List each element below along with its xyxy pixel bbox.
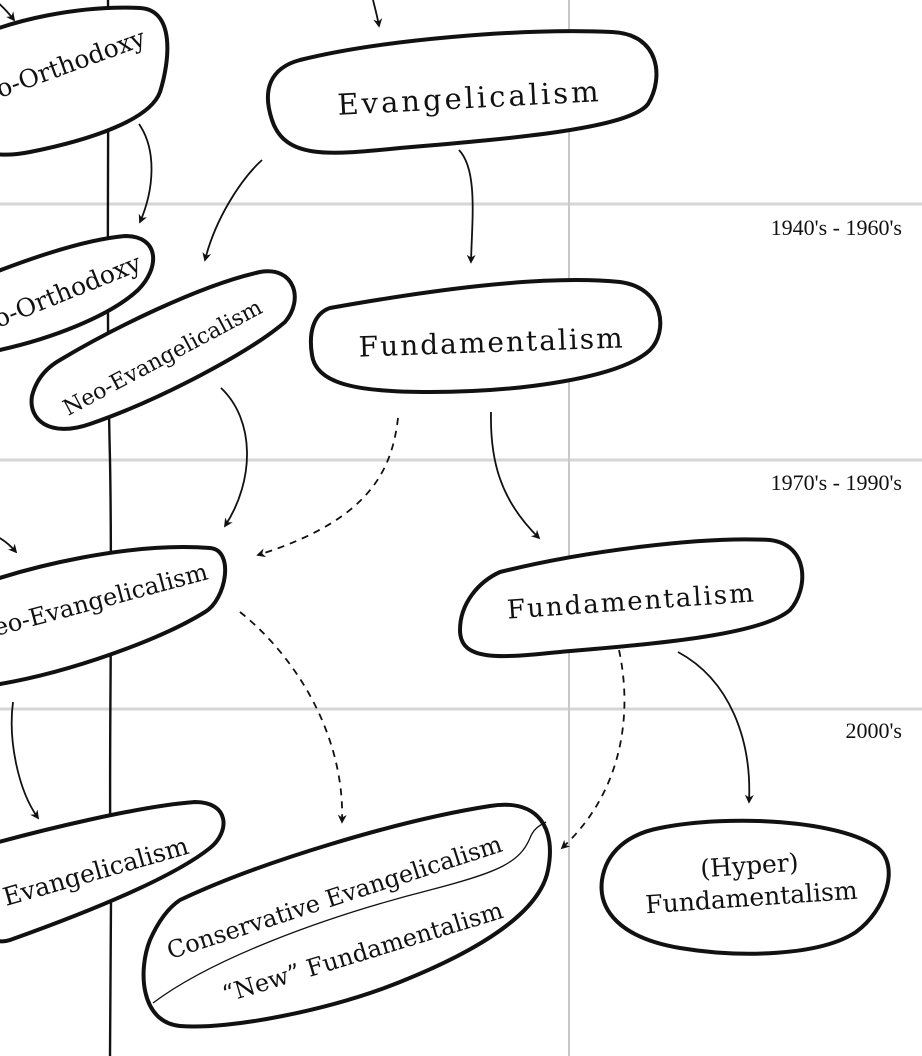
arrow-top-left-in: [0, 3, 16, 22]
period-label-2000s: 2000's: [845, 718, 902, 743]
arrow-evangelicalism-to-neo-evangelicalism: [202, 159, 263, 262]
arrow-neo-evangelicalism-to-conservative-dashed: [239, 611, 347, 824]
arrow-neo-evangelicalism-continuation: [220, 387, 248, 528]
arrow-fundamentalism-to-hyper: [677, 651, 754, 804]
node-label-hyper-line1: (Hyper): [699, 848, 799, 884]
node-divider-line: [152, 821, 547, 1004]
node-neo-evangelicalism-lower: eo-Evangelicalism: [0, 545, 228, 686]
arrow-fundamentalism-continuation: [490, 411, 541, 540]
node-neo-orthodoxy-mid: o-Orthodoxy: [0, 234, 156, 352]
period-label-1970s: 1970's - 1990's: [771, 470, 902, 495]
period-label-1940s: 1940's - 1960's: [771, 215, 902, 240]
arrow-top-in: [372, 0, 383, 28]
node-neo-orthodoxy-top: o-Orthodoxy: [0, 5, 170, 157]
arrow-fundamentalism-to-neo-evangelicalism-dashed: [256, 417, 399, 558]
arrow-neo-evangelicalism-to-evangelicalism: [10, 701, 40, 820]
column-axis-line: [106, 0, 113, 1056]
node-evangelicalism: Evangelicalism: [265, 29, 659, 155]
arrow-neo-orthodoxy-continuation: [138, 123, 153, 224]
node-hyper-fundamentalism: (Hyper) Fundamentalism: [599, 818, 891, 956]
arrow-evangelicalism-to-fundamentalism: [458, 149, 476, 264]
arrow-fundamentalism-to-conservative-dashed: [560, 649, 626, 850]
arrow-left-in-lower: [0, 537, 18, 554]
node-conservative-new-fundamentalism: Conservative Evangelicalism “New” Fundam…: [141, 802, 552, 1029]
node-fundamentalism-mid: Fundamentalism: [309, 278, 663, 394]
node-fundamentalism-lower: Fundamentalism: [458, 537, 805, 659]
